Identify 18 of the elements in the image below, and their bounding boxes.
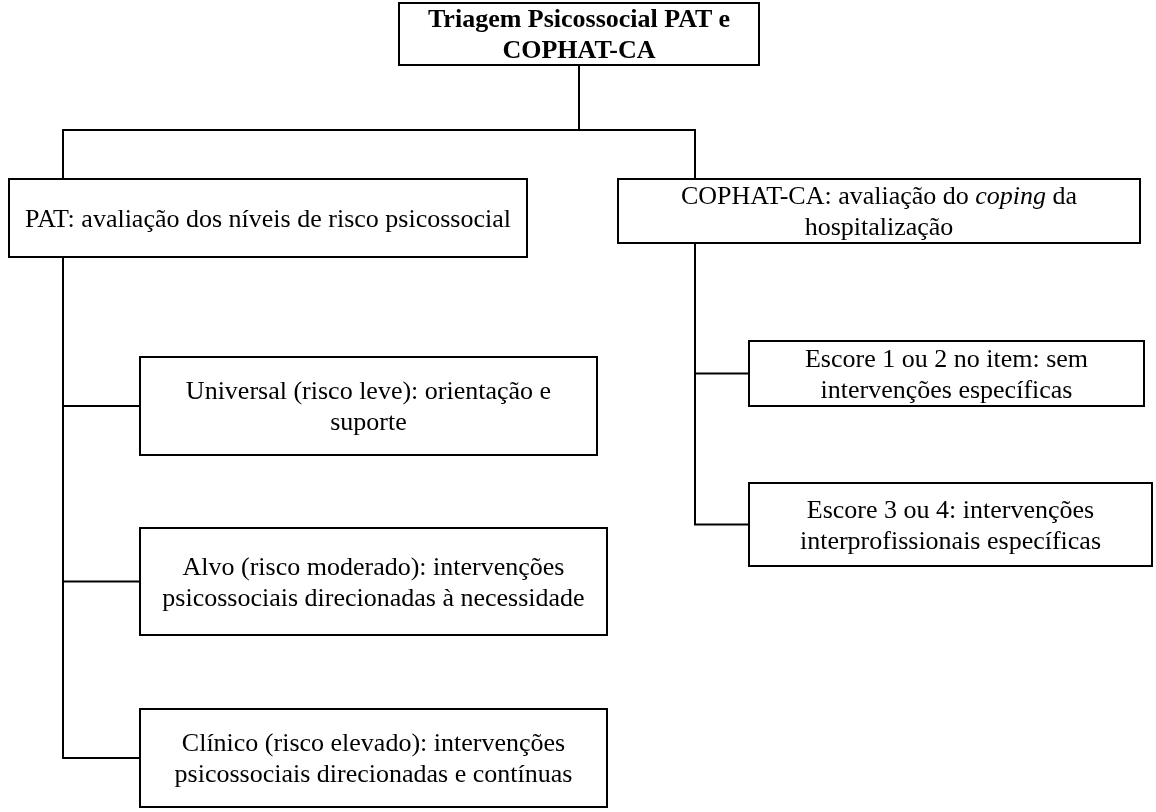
text-box — [398, 2, 760, 66]
box-text: Universal (risco leve): orientação e suporte — [184, 375, 553, 437]
text-box — [8, 178, 528, 258]
text-box — [617, 178, 1141, 244]
box-text: PAT: avaliação dos níveis de risco psicossocial — [25, 202, 511, 234]
box-text: COPHAT-CA: avaliação do coping da hospitalização — [679, 180, 1079, 242]
box-text: Escore 3 ou 4: intervenções interprofissionais específicas — [798, 493, 1103, 556]
text-box — [139, 708, 608, 808]
text-box — [139, 356, 598, 456]
text-box — [748, 482, 1153, 567]
box-text: Clínico (risco elevado): intervenções psicossociais direcionadas e contínuas — [173, 727, 574, 789]
connector-line — [578, 65, 696, 179]
box-text: Escore 1 ou 2 no item: sem intervenções específicas — [803, 342, 1090, 405]
box-text: Alvo (risco moderado): intervenções psicossociais direcionadas à necessidade — [161, 550, 586, 613]
box-text: Triagem Psicossocial PAT e COPHAT-CA — [426, 3, 732, 65]
text-box — [748, 340, 1145, 407]
text-box — [139, 527, 608, 636]
connector-line — [694, 243, 749, 526]
